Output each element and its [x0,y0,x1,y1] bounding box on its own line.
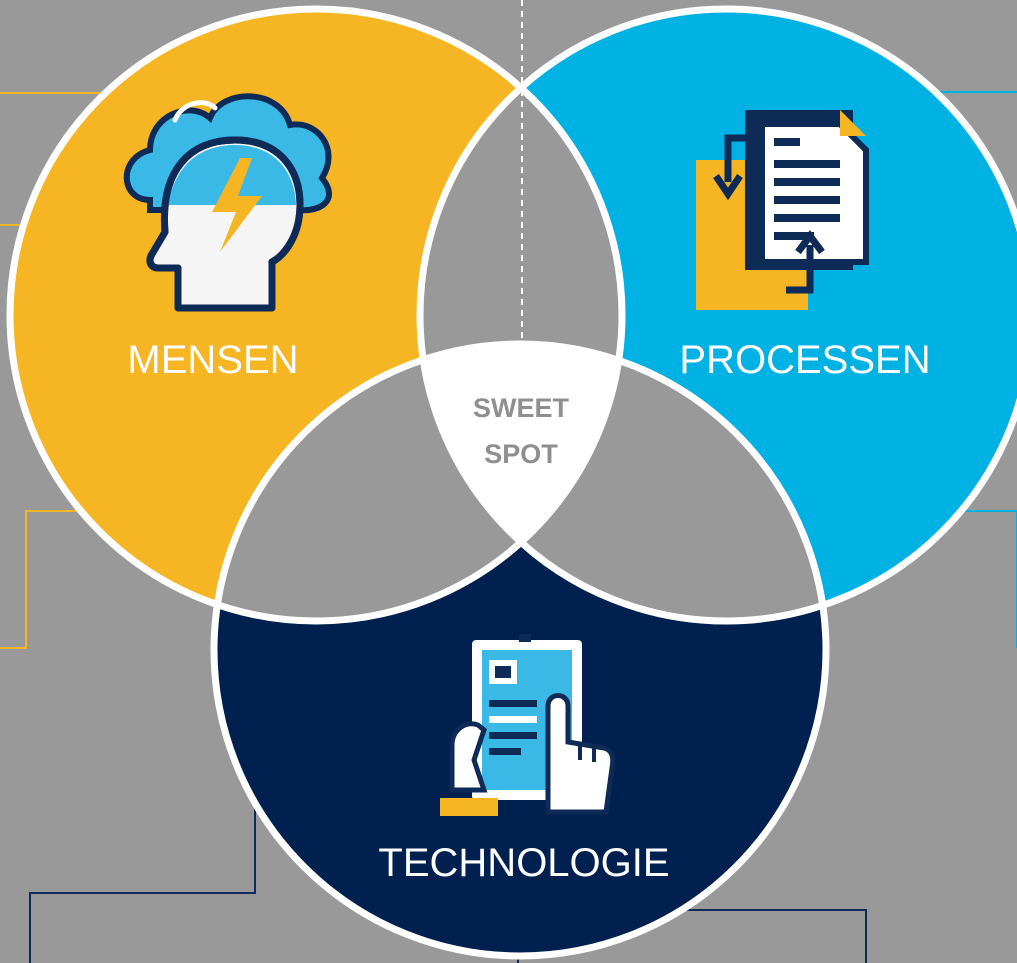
documents-exchange-icon [696,110,869,310]
sweet-spot-label-line1: SWEET [473,393,570,423]
head-with-cloud-and-lightning-icon [123,93,332,312]
hand-tapping-tablet-icon [440,634,616,816]
circle-outlines [6,5,1017,960]
mensen-label: MENSEN [127,338,298,382]
overlap-regions [214,9,826,621]
technologie-label: TECHNOLOGIE [378,841,669,885]
processen-label: PROCESSEN [679,338,930,382]
sweet-spot-label-line2: SPOT [484,439,558,469]
